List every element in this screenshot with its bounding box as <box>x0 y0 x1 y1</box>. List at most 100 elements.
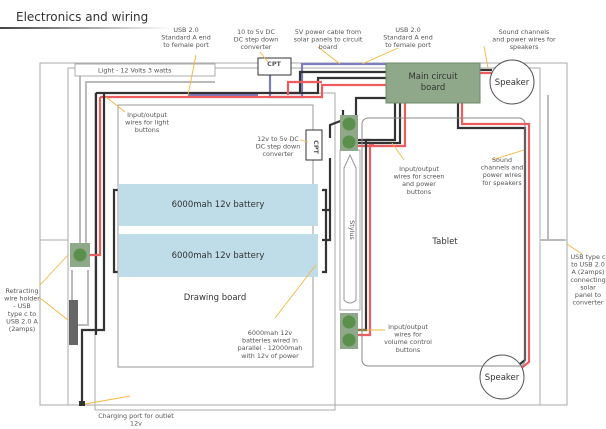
label-line: buttons <box>407 188 432 196</box>
label-line: buttons <box>135 126 160 134</box>
label-line: USB 2.0 <box>173 26 198 34</box>
converter-12-5v <box>305 129 323 161</box>
label-line: USB 2.0 <box>395 26 420 34</box>
label-line: 5V power cable from <box>295 28 361 36</box>
volume-buttons <box>340 313 358 349</box>
speaker-bottom-label: Speaker <box>485 373 520 383</box>
label-line: converter <box>573 299 604 307</box>
enclosure-inner <box>67 67 541 406</box>
charging-wire <box>80 93 106 405</box>
label-line: Main circuit <box>408 72 458 82</box>
label-line: power wires <box>483 171 522 179</box>
label-line: USB 2.0 A <box>6 317 38 325</box>
label-line: 12v to 5v DC <box>257 135 299 143</box>
label-line: wires for screen <box>394 173 445 181</box>
label-line: to female port <box>163 41 209 49</box>
screen-button-wire-black <box>354 96 386 115</box>
red-power-wire <box>90 83 386 257</box>
label-line: Standard A end <box>383 34 433 42</box>
label-line: to USB 2.0 <box>571 261 605 269</box>
label-line: (2amps) <box>9 325 36 333</box>
usb-c-cable <box>540 95 565 241</box>
light-strip <box>74 63 216 77</box>
label-line: USB type c <box>571 253 606 261</box>
label-line: converter <box>241 43 272 51</box>
label-line: board <box>421 83 446 93</box>
drawing-board-label: Drawing board <box>184 293 247 303</box>
label-line: and power <box>402 180 436 188</box>
label-line: wires for light <box>125 119 169 127</box>
page-title: Electronics and wiring <box>16 10 148 24</box>
label-line: solar panels to circuit <box>294 36 363 44</box>
label-line: wires for <box>394 331 422 339</box>
converter-10-5v-label: CPT <box>267 60 281 68</box>
label-line: with 12v of power <box>241 352 299 360</box>
label-line: DC step down <box>234 36 279 44</box>
volume-wire-red <box>358 143 374 337</box>
converter-10-5v <box>257 57 292 76</box>
label-line: for speakers <box>482 179 522 187</box>
label-line: Charging port for outlet <box>98 412 174 420</box>
label-line: Retracting <box>5 287 38 295</box>
label-line: A (2amps) <box>572 268 605 276</box>
label-line: Input/output <box>399 165 439 173</box>
label-line: 10 to 5v DC <box>237 28 275 36</box>
speaker-wire-black <box>456 103 527 373</box>
right-panel <box>539 239 568 406</box>
label-line: Input/output <box>127 111 167 119</box>
light-button <box>70 243 90 267</box>
label-line: wire holder <box>4 295 40 303</box>
screen-buttons <box>340 115 358 151</box>
main-circuit-board <box>385 62 481 104</box>
label-line: speakers <box>510 43 539 51</box>
label-line: 12v <box>130 420 142 428</box>
label-line: and power wires for <box>492 36 556 44</box>
label-line: DC step down <box>256 143 301 151</box>
title-underline <box>0 27 170 29</box>
speaker-wire-red <box>460 103 531 375</box>
speaker-top <box>489 59 535 105</box>
speaker-top-label: Speaker <box>495 78 530 88</box>
retracting-wire <box>71 270 89 326</box>
label-line: to female port <box>385 41 431 49</box>
retracting-wire-holder <box>69 300 78 345</box>
charging-port <box>79 401 85 406</box>
label-line: batteries wired in <box>242 337 298 345</box>
label-line: Sound <box>492 156 512 164</box>
label-line: board <box>319 43 337 51</box>
battery-parallel-wires <box>112 188 328 274</box>
converter-wire-red <box>286 80 322 95</box>
label-line: channels and <box>481 164 524 172</box>
label-line: parallel - 12000mah <box>238 344 303 352</box>
label-line: - USB <box>13 302 30 310</box>
label-line: Input/output <box>388 323 428 331</box>
label-line: Standard A end <box>161 34 211 42</box>
label-line: buttons <box>396 346 421 354</box>
label-line: connecting <box>570 276 605 284</box>
tablet-label: Tablet <box>431 237 458 247</box>
battery-2-label: 6000mah 12v battery <box>172 251 265 261</box>
black-power-wire <box>94 76 386 335</box>
left-panel <box>39 239 69 406</box>
label-line: volume control <box>384 338 432 346</box>
stylus <box>343 153 357 304</box>
converter-12-5v-label: CPT <box>312 140 320 154</box>
stylus-label: Stylus <box>348 220 356 240</box>
label-line: panel to <box>575 291 601 299</box>
battery-1-label: 6000mah 12v battery <box>172 200 265 210</box>
